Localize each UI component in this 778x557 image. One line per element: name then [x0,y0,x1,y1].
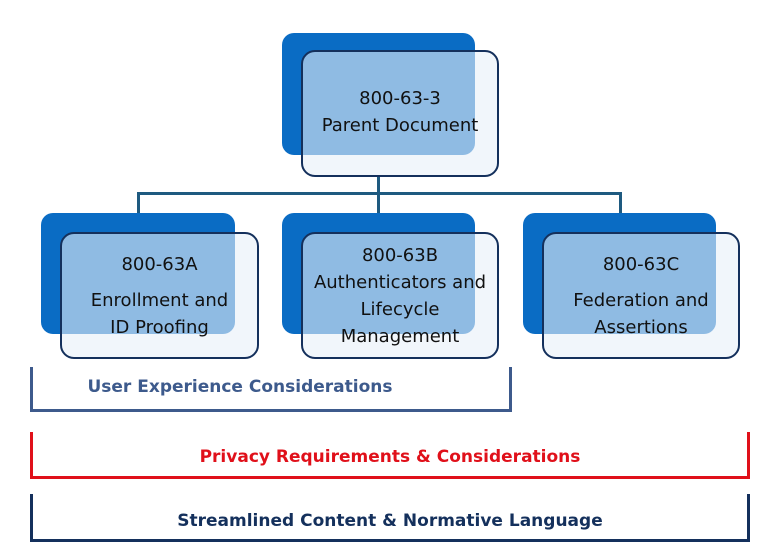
child-b-line-2: Lifecycle [360,298,440,320]
user-experience-label: User Experience Considerations [87,377,393,397]
connector-center-drop [377,192,380,214]
child-card-800-63a: 800-63A Enrollment and ID Proofing [60,232,259,359]
privacy-label: Privacy Requirements & Considerations [199,447,581,467]
child-a-code: 800-63A [121,253,198,275]
child-c-code: 800-63C [602,253,680,275]
child-b-line-1: Authenticators and [313,271,487,293]
child-b-code: 800-63B [361,244,439,266]
connector-left-drop [137,192,140,214]
streamlined-label: Streamlined Content & Normative Language [177,511,603,531]
parent-code: 800-63-3 [359,87,441,109]
child-card-800-63b: 800-63B Authenticators and Lifecycle Man… [301,232,499,359]
parent-document-card: 800-63-3 Parent Document [301,50,499,177]
child-a-line-2: ID Proofing [110,316,209,338]
child-c-line-1: Federation and [573,289,709,311]
child-a-line-1: Enrollment and [90,289,229,311]
child-card-800-63c: 800-63C Federation and Assertions [542,232,740,359]
user-experience-bracket [30,367,512,412]
streamlined-bracket [30,494,750,542]
child-c-line-2: Assertions [594,316,688,338]
connector-right-drop [619,192,622,214]
connector-trunk [377,177,380,194]
parent-title: Parent Document [321,114,479,136]
child-b-line-3: Management [340,325,460,347]
privacy-bracket [30,432,750,479]
